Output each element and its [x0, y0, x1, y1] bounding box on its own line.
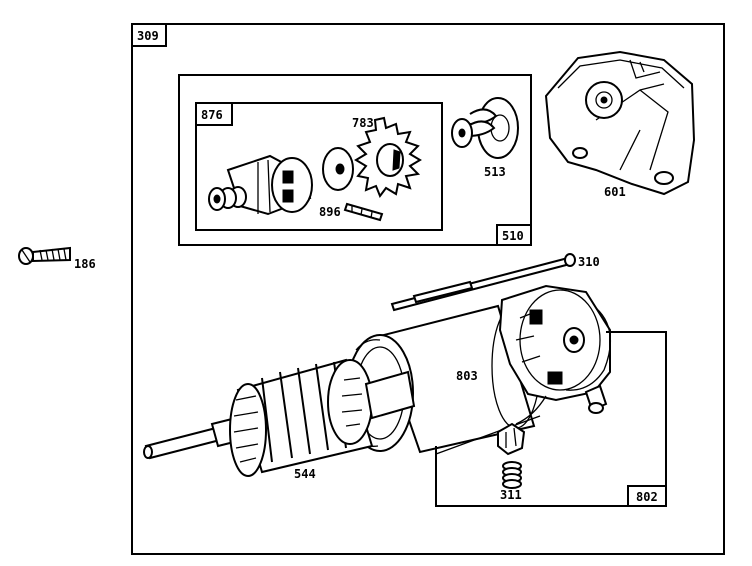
pinion-gear-783: 783 — [352, 116, 422, 199]
pin-896: 896 — [319, 202, 384, 222]
label-896: 896 — [319, 205, 341, 219]
drive-end-cap-601: 601 — [544, 50, 696, 199]
label-544: 544 — [294, 467, 316, 481]
brush-spring-311: 311 — [500, 461, 522, 502]
label-510: 510 — [502, 229, 524, 243]
end-cap-802: 802 — [435, 284, 667, 507]
screw-186: 186 — [18, 246, 96, 271]
label-783: 783 — [352, 116, 374, 130]
drive-clutch — [208, 154, 313, 216]
drive-kit-box: 510 — [178, 74, 532, 246]
label-601: 601 — [604, 185, 626, 199]
label-513: 513 — [484, 165, 506, 179]
assembly-frame: 309 — [131, 23, 725, 555]
label-802: 802 — [636, 490, 658, 504]
drive-subkit-box: 876 — [195, 102, 443, 231]
label-310: 310 — [578, 255, 600, 269]
short-bolt — [412, 280, 474, 304]
brush-clip — [497, 422, 526, 456]
label-309: 309 — [137, 29, 159, 43]
label-876: 876 — [201, 108, 223, 122]
washer-disc — [322, 147, 354, 191]
spring-retainer-513: 513 — [451, 97, 519, 179]
label-186: 186 — [74, 257, 96, 271]
armature-544: 544 — [143, 358, 416, 481]
label-803: 803 — [456, 369, 478, 383]
label-311: 311 — [500, 488, 522, 502]
